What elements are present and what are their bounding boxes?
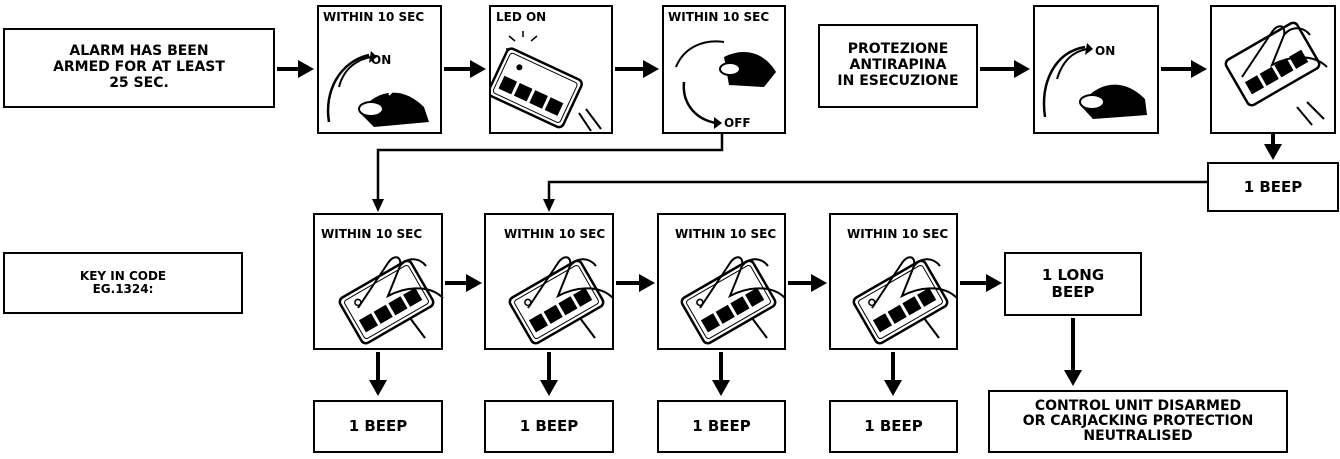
beep-box-2: 1 BEEP [484,400,614,453]
arrow-head [470,60,486,78]
arrow-head [639,274,655,292]
long-beep-box: 1 LONG BEEP [1004,252,1142,316]
step-led-on-box: LED ON [489,5,613,134]
step-press-key-box [1210,5,1336,134]
arrow-head [298,60,314,78]
step-key-off-box: WITHIN 10 SEC OFF [662,5,786,134]
keypad-press-icon [678,256,786,347]
arrow-head [369,380,387,396]
ignition-key-icon [675,40,776,129]
led-on-keypad-icon [491,31,602,132]
arrow-head [1264,144,1282,160]
ignition-key-icon [1042,43,1147,119]
step-time-label: WITHIN 10 SEC [321,227,423,241]
arrow-head [543,199,555,212]
beep-box-3: 1 BEEP [657,400,786,453]
arrow-head [643,60,659,78]
step-time-label: WITHIN 10 SEC [847,227,949,241]
step-time-label: WITHIN 10 SEC [323,10,425,24]
step-time-label: WITHIN 10 SEC [668,10,770,24]
key-in-code-box: KEY IN CODE EG.1324: [3,252,243,314]
final-result-box: CONTROL UNIT DISARMED OR CARJACKING PROT… [988,390,1288,453]
on-label: ON [1095,44,1116,58]
keypad-press-icon [850,256,958,347]
arrow-head [1064,370,1082,386]
arrow-head [884,380,902,396]
keypad-press-icon [1224,21,1328,126]
arrow-head [1191,60,1207,78]
beep-box-1: 1 BEEP [313,400,443,453]
keypad-press-icon [506,256,614,347]
arrow-head [372,199,384,212]
step-time-label: WITHIN 10 SEC [504,227,606,241]
connector-line [376,134,724,203]
on-label: ON [371,53,392,67]
connector-line [547,180,1207,203]
off-label: OFF [724,116,751,130]
step-time-label: WITHIN 10 SEC [675,227,777,241]
beep-box-right: 1 BEEP [1207,162,1339,212]
step-key-on-box: ON [1033,5,1159,134]
step-led-label: LED ON [496,10,547,24]
arrow-head [986,274,1002,292]
ignition-key-icon [326,51,429,127]
arrow-head [712,380,730,396]
arrow-head [540,380,558,396]
arrow-head [811,274,827,292]
step-key-on-box: WITHIN 10 SEC ON [317,5,442,134]
arrow-head [1014,60,1030,78]
start-condition-box: ALARM HAS BEEN ARMED FOR AT LEAST 25 SEC… [3,28,275,108]
keypad-press-icon [336,256,444,347]
beep-box-4: 1 BEEP [829,400,958,453]
protection-running-box: PROTEZIONE ANTIRAPINA IN ESECUZIONE [818,24,978,108]
arrow-head [466,274,482,292]
